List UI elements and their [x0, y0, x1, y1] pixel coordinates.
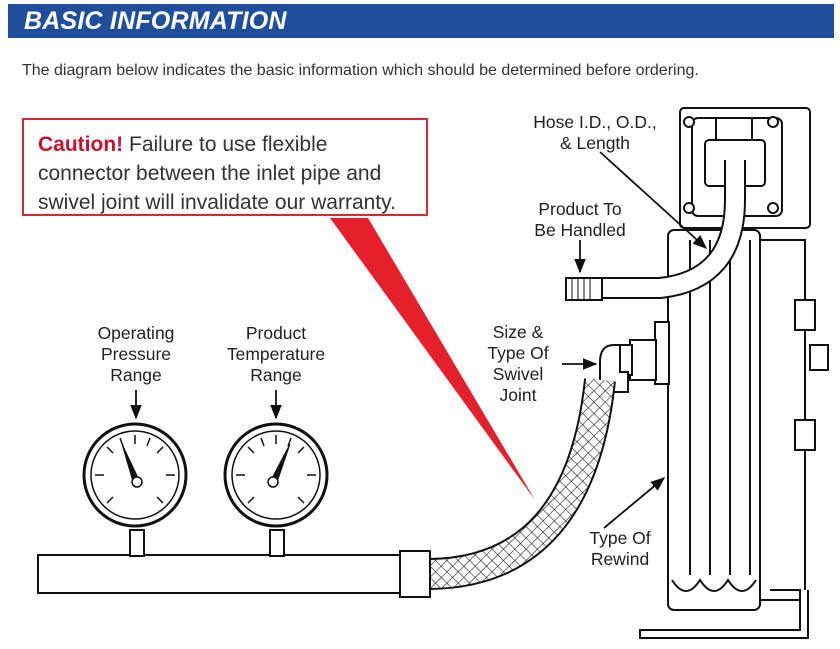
intro-text: The diagram below indicates the basic in… [22, 62, 699, 79]
label-swivel-line-2: Type Of [487, 343, 549, 363]
label-product-handled: Product To Be Handled [515, 199, 645, 241]
label-product-temperature: Product Temperature Range [206, 323, 346, 386]
label-swivel-joint: Size & Type Of Swivel Joint [470, 322, 566, 406]
label-rewind-type: Type Of Rewind [570, 528, 670, 570]
label-rewind-line-2: Rewind [590, 549, 650, 569]
section-title: BASIC INFORMATION [24, 7, 287, 35]
hose-reel [639, 107, 829, 639]
label-swivel-line-4: Joint [499, 385, 537, 405]
swivel-joint [599, 321, 670, 393]
label-arrows [130, 151, 708, 529]
caution-heading: Caution! [38, 133, 124, 156]
label-hose-line-2: & Length [559, 133, 631, 153]
pressure-gauge [82, 422, 188, 528]
label-rewind-line-1: Type Of [589, 528, 651, 548]
label-swivel-line-3: Swivel [492, 364, 544, 384]
label-temperature-line-3: Range [250, 365, 302, 385]
caution-body: Failure to use flexible connector betwee… [38, 133, 396, 214]
label-product-line-1: Product To [538, 199, 622, 219]
caution-box: Caution! Failure to use flexible connect… [22, 118, 428, 216]
caution-pointer [330, 218, 535, 500]
pipe-coupling [399, 550, 431, 598]
inlet-pipe [37, 529, 401, 594]
caution-message: Caution! Failure to use flexible connect… [38, 130, 424, 217]
label-swivel-line-1: Size & [492, 322, 544, 342]
label-operating-line-3: Range [110, 365, 162, 385]
label-hose-dimensions: Hose I.D., O.D., & Length [520, 112, 670, 154]
label-hose-line-1: Hose I.D., O.D., [533, 112, 657, 132]
label-product-line-2: Be Handled [534, 220, 626, 240]
section-header-bar: BASIC INFORMATION [8, 4, 834, 38]
label-temperature-line-1: Product [245, 323, 307, 343]
label-operating-line-2: Pressure [100, 344, 172, 364]
label-operating-line-1: Operating [97, 323, 175, 343]
label-temperature-line-2: Temperature [226, 344, 326, 364]
temperature-gauge [223, 422, 329, 528]
label-operating-pressure: Operating Pressure Range [76, 323, 196, 386]
